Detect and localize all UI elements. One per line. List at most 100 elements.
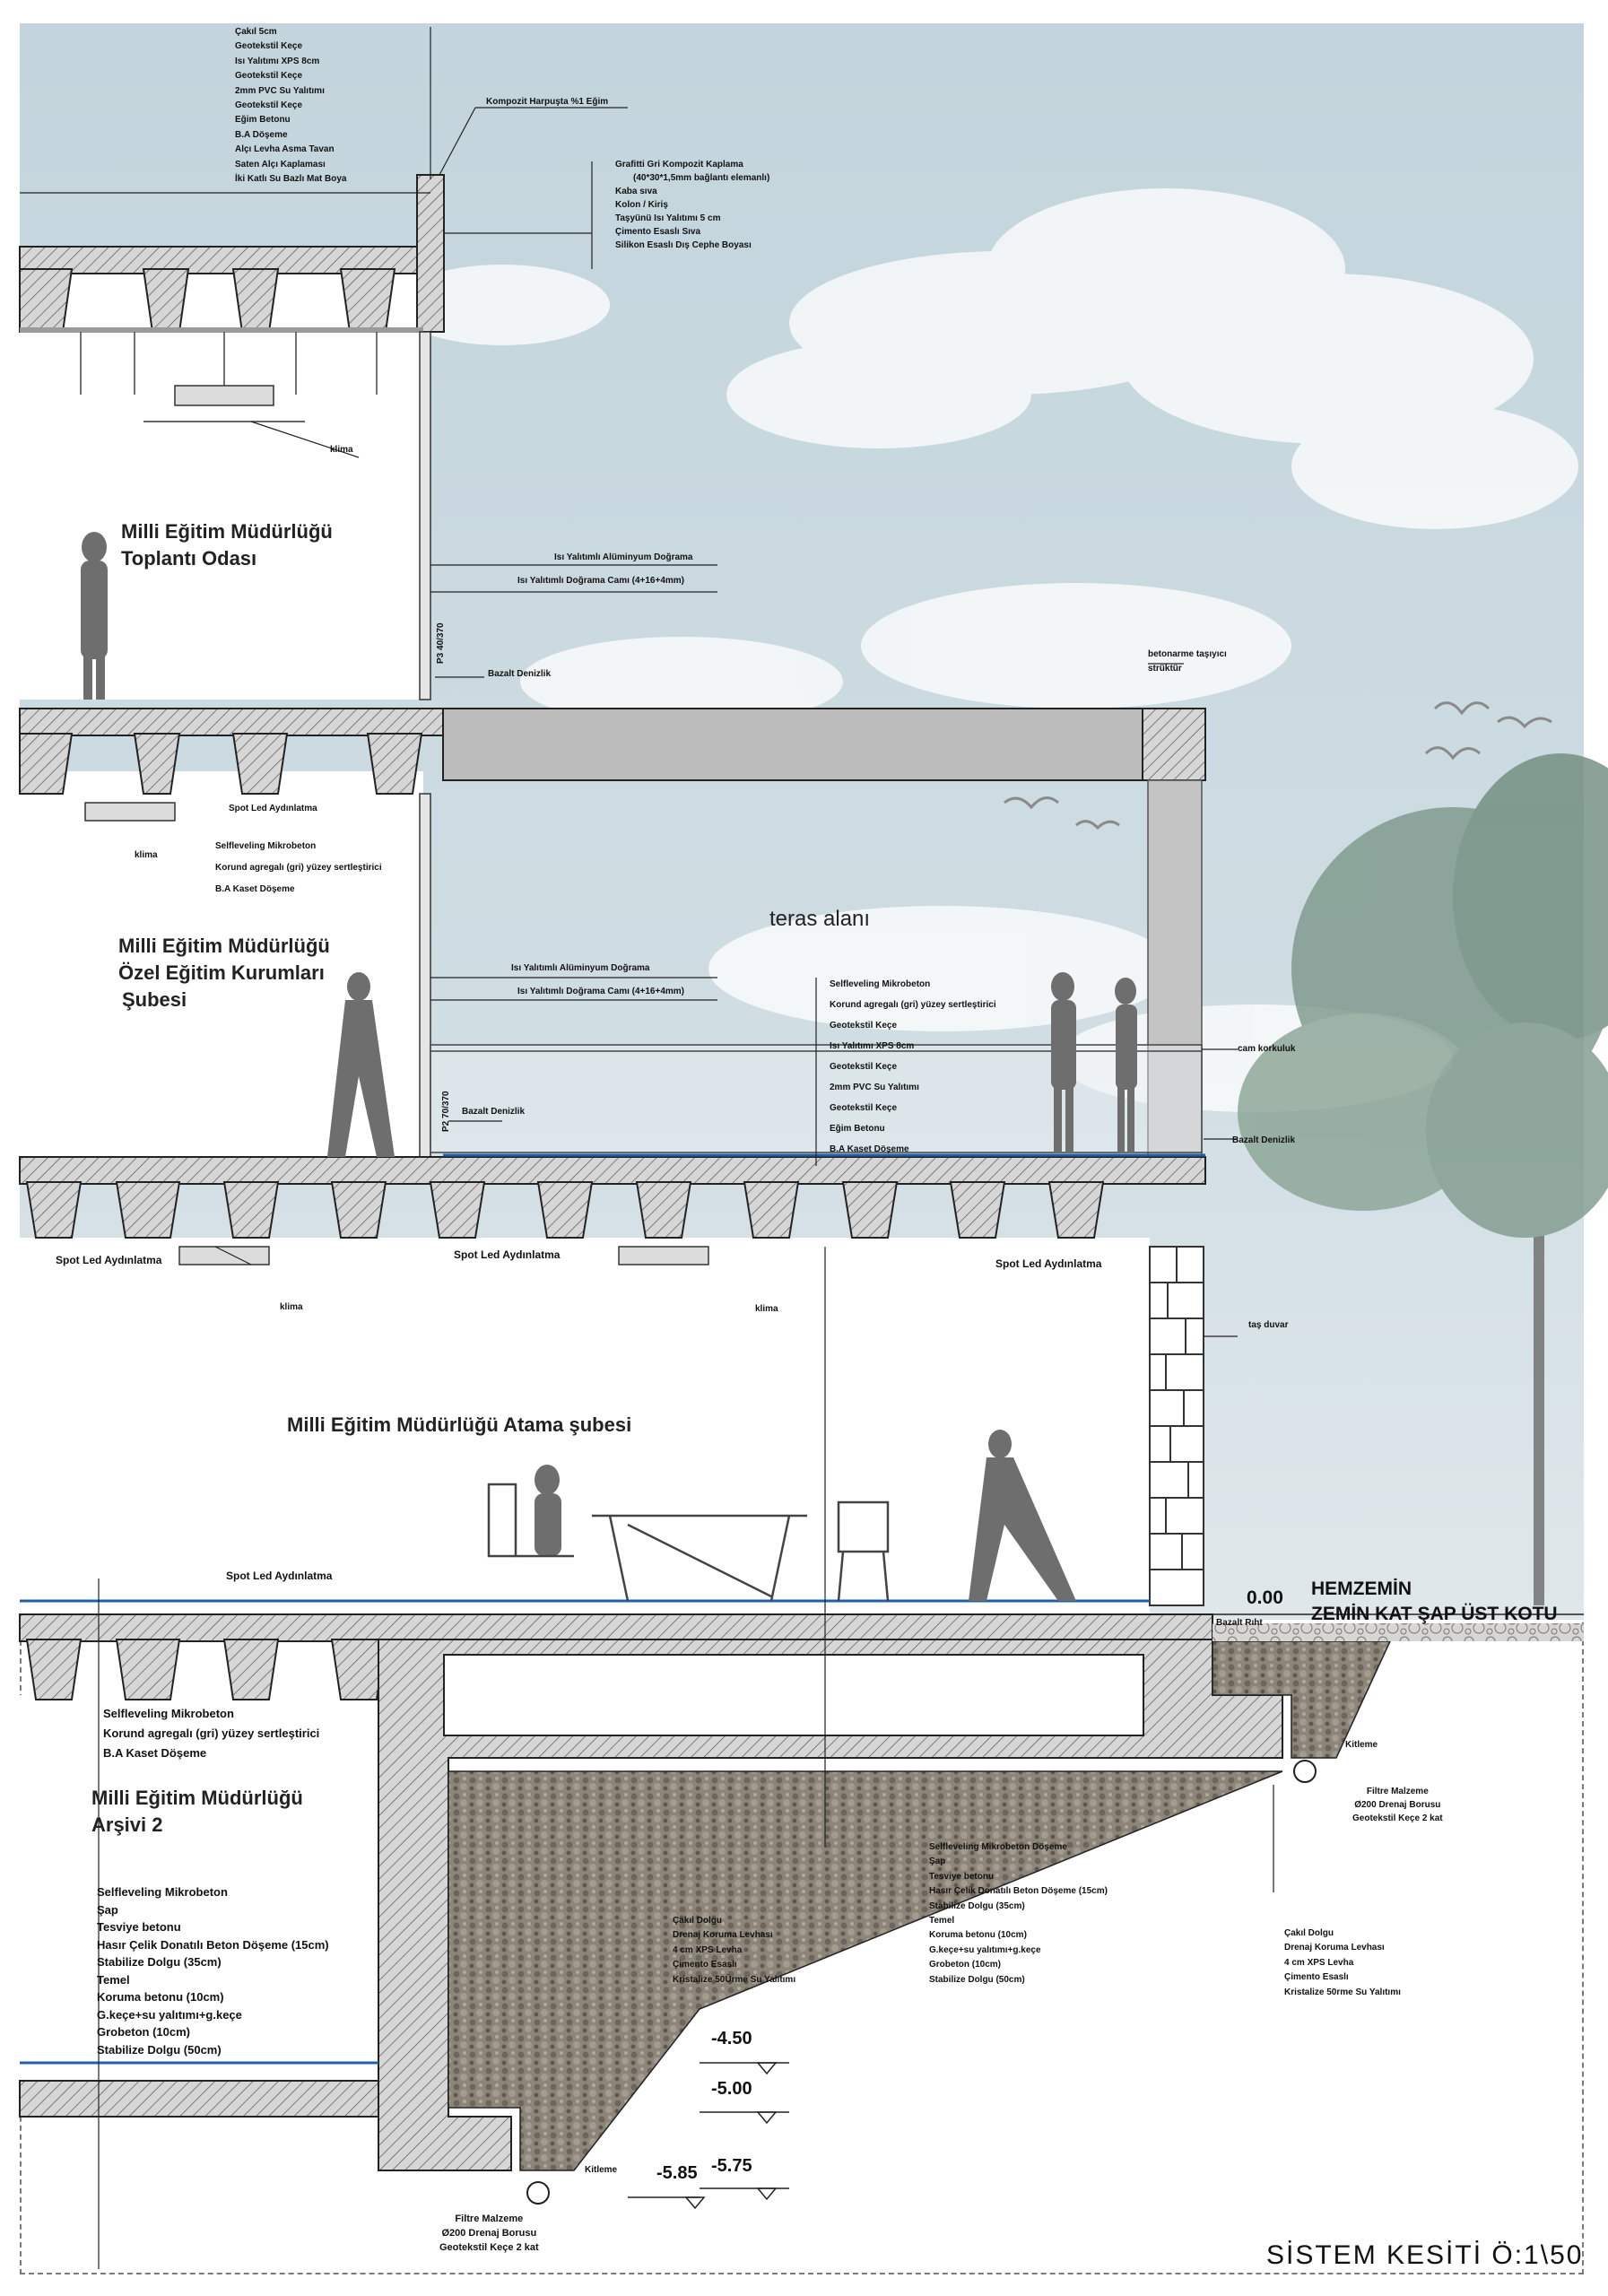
drain-right-item: Filtre Malzeme (1366, 1787, 1429, 1796)
retaining-layer: 4 cm XPS Levha (1284, 1957, 1354, 1968)
retaining-layers-list: Çakıl Dolgu Drenaj Koruma Levhası 4 cm X… (673, 1914, 795, 1987)
spot-led-label-1: Spot Led Aydınlatma (229, 804, 317, 813)
klima-unit-4 (618, 1246, 709, 1265)
leader-lines (20, 27, 1274, 2269)
room-title-line: Toplantı Odası (121, 547, 257, 570)
facade-layers-list: Grafitti Gri Kompozit Kaplama (40*30*1,5… (615, 158, 769, 252)
ground-level-value: 0.00 (1247, 1587, 1283, 1608)
room-title-line: Arşivi 2 (91, 1813, 163, 1836)
floor2-layer: B.A Kaset Döşeme (215, 884, 295, 894)
retaining-layer: Drenaj Koruma Levhası (1284, 1943, 1385, 1953)
sheet-title: SİSTEM KESİTİ Ö:1\50 (1266, 2240, 1584, 2270)
basement-floor-layer: B.A Kaset Döşeme (103, 1746, 207, 1760)
drain-right-item: Ø200 Drenaj Borusu (1354, 1800, 1441, 1810)
retaining-layer: Çimento Esaslı (1284, 1972, 1349, 1983)
stone-wall (1149, 1246, 1204, 1606)
tree (1238, 753, 1608, 1605)
window-code-upper: P3 40/370 (436, 622, 446, 664)
roof-layer: İki Katlı Su Bazlı Mat Boya (235, 174, 347, 185)
facade-layer: Silikon Esaslı Dış Cephe Boyası (615, 240, 752, 250)
terrace-layer: Korund agregalı (gri) yüzey sertleştiric… (830, 1000, 996, 1010)
mid-slab-layer: Grobeton (10cm) (929, 1960, 1002, 1970)
retaining-layers-right-list: Çakıl Dolgu Drenaj Koruma Levhası 4 cm X… (1284, 1926, 1401, 2000)
terrace-layer: Isı Yalıtımı XPS 8cm (830, 1041, 915, 1051)
roof-parapet (416, 174, 445, 333)
terrace-layer: 2mm PVC Su Yalıtımı (830, 1083, 919, 1092)
furniture (487, 1483, 890, 1602)
basement-slab-layer: Selfleveling Mikrobeton (97, 1885, 228, 1899)
room-ozel (20, 771, 423, 1157)
spot-led-label-2: Spot Led Aydınlatma (56, 1254, 162, 1266)
terrace-layer: Eğim Betonu (830, 1124, 885, 1134)
mid-slab-layer: Şap (929, 1857, 946, 1867)
terrace-layer: Geotekstil Keçe (830, 1062, 898, 1072)
terrace-canopy (442, 708, 1143, 781)
room-arsiv (20, 1695, 378, 2081)
basement-slab (19, 2080, 379, 2118)
drain-bottom-lock: Kitleme (585, 2165, 618, 2175)
roof-ribs (19, 268, 396, 333)
people (81, 532, 1137, 1601)
slab1-ribs (25, 1181, 1105, 1239)
facade-layer: Kolon / Kiriş (615, 200, 668, 210)
basement-floor-layer: Korund agregalı (gri) yüzey sertleştiric… (103, 1726, 320, 1740)
mid-slab-layer: Stabilize Dolgu (50cm) (929, 1974, 1025, 1985)
window-glass-label-lower: Isı Yalıtımlı Doğrama Camı (4+16+4mm) (517, 987, 685, 996)
facade-upper (419, 331, 431, 700)
room-title-line: Şubesi (122, 988, 187, 1011)
drain-bottom-item: Ø200 Drenaj Borusu (441, 2228, 537, 2239)
retaining-layer: Kristalize 50rme Su Yalıtımı (1284, 1987, 1401, 1997)
level-value: -5.00 (711, 2079, 752, 2099)
mid-slab-layers-list: Selfleveling Mikrobeton Döşeme Şap Tesvi… (929, 1840, 1108, 1987)
roof-layer: Çakıl 5cm (235, 27, 277, 37)
klima-label-2: klima (135, 850, 158, 860)
window-frame-label-lower: Isı Yalıtımlı Alüminyum Doğrama (511, 963, 650, 973)
drain-bottom-item: Geotekstil Keçe 2 kat (439, 2242, 539, 2253)
terrace-layer: B.A Kaset Döşeme (830, 1144, 909, 1154)
roof-layer: Isı Yalıtımı XPS 8cm (235, 56, 320, 66)
mid-slab-layer: Hasır Çelik Donatılı Beton Döşeme (15cm) (929, 1886, 1108, 1897)
room-title-line: Özel Eğitim Kurumları (118, 961, 325, 984)
retaining-layer: 4 cm XPS Levha (673, 1944, 743, 1955)
basement-floor-layers-list: Selfleveling Mikrobeton Korund agregalı … (103, 1704, 319, 1763)
basement-slab-layer: Hasır Çelik Donatılı Beton Döşeme (15cm) (97, 1937, 329, 1952)
carrier-line: betonarme taşıyıcı (1148, 649, 1227, 659)
mid-slab-layer: Koruma betonu (10cm) (929, 1930, 1027, 1941)
roof-layer: Alçı Levha Asma Tavan (235, 144, 335, 155)
window-code-lower: P2 70/370 (441, 1091, 451, 1132)
facade-layer: (40*30*1,5mm bağlantı elemanlı) (633, 173, 770, 183)
basement-slab-layer: Koruma betonu (10cm) (97, 1990, 224, 2004)
floor2-layers-list: Selfleveling Mikrobeton Korund agregalı … (215, 836, 382, 900)
floor2-layer: Selfleveling Mikrobeton (215, 841, 317, 851)
klima-label-4: klima (755, 1304, 778, 1314)
facade-layer: Çimento Esaslı Sıva (615, 227, 701, 237)
mid-slab-layer: Stabilize Dolgu (35cm) (929, 1900, 1025, 1911)
mid-slab-layer: Tesviye betonu (929, 1871, 995, 1882)
basement-slab-layer: Grobeton (10cm) (97, 2025, 191, 2039)
retaining-layer: Çakıl Dolgu (1284, 1928, 1334, 1938)
basement-slab-layer: Stabilize Dolgu (50cm) (97, 2042, 222, 2057)
room-title-atama: Milli Eğitim Müdürlüğü Atama şubesi (287, 1413, 632, 1436)
klima-unit-1 (174, 385, 274, 406)
room-title-line: Milli Eğitim Müdürlüğü (118, 935, 330, 957)
spot-led-label-4: Spot Led Aydınlatma (995, 1257, 1102, 1270)
roof-layer: Geotekstil Keçe (235, 71, 303, 82)
klima-label-1: klima (330, 445, 353, 455)
railing-label: cam korkuluk (1238, 1044, 1296, 1054)
carrier-line: strüktür (1148, 664, 1182, 674)
roof-layers-list: Çakıl 5cm Geotekstil Keçe Isı Yalıtımı X… (235, 25, 346, 187)
retaining-layer: Çakıl Dolgu (673, 1916, 723, 1926)
birds (1004, 701, 1552, 831)
mid-slab-layer: Temel (929, 1916, 955, 1926)
roof-layer: Saten Alçı Kaplaması (235, 159, 326, 170)
sill-label-terrace: Bazalt Denizlik (1232, 1135, 1296, 1145)
drain-bottom-item: Filtre Malzeme (455, 2213, 524, 2224)
basalt-rht-label: Bazalt Rıht (1216, 1618, 1263, 1628)
drain-bottom-list: Filtre Malzeme Ø200 Drenaj Borusu Geotek… (439, 2212, 539, 2255)
klima-label-3: klima (280, 1302, 303, 1312)
basement-slab-layer: Stabilize Dolgu (35cm) (97, 1955, 222, 1969)
facade-layer: Taşyünü Isı Yalıtımı 5 cm (615, 213, 721, 223)
carrier-label: betonarme taşıyıcı strüktür (1148, 648, 1227, 677)
roof-layer: B.A Döşeme (235, 129, 288, 140)
